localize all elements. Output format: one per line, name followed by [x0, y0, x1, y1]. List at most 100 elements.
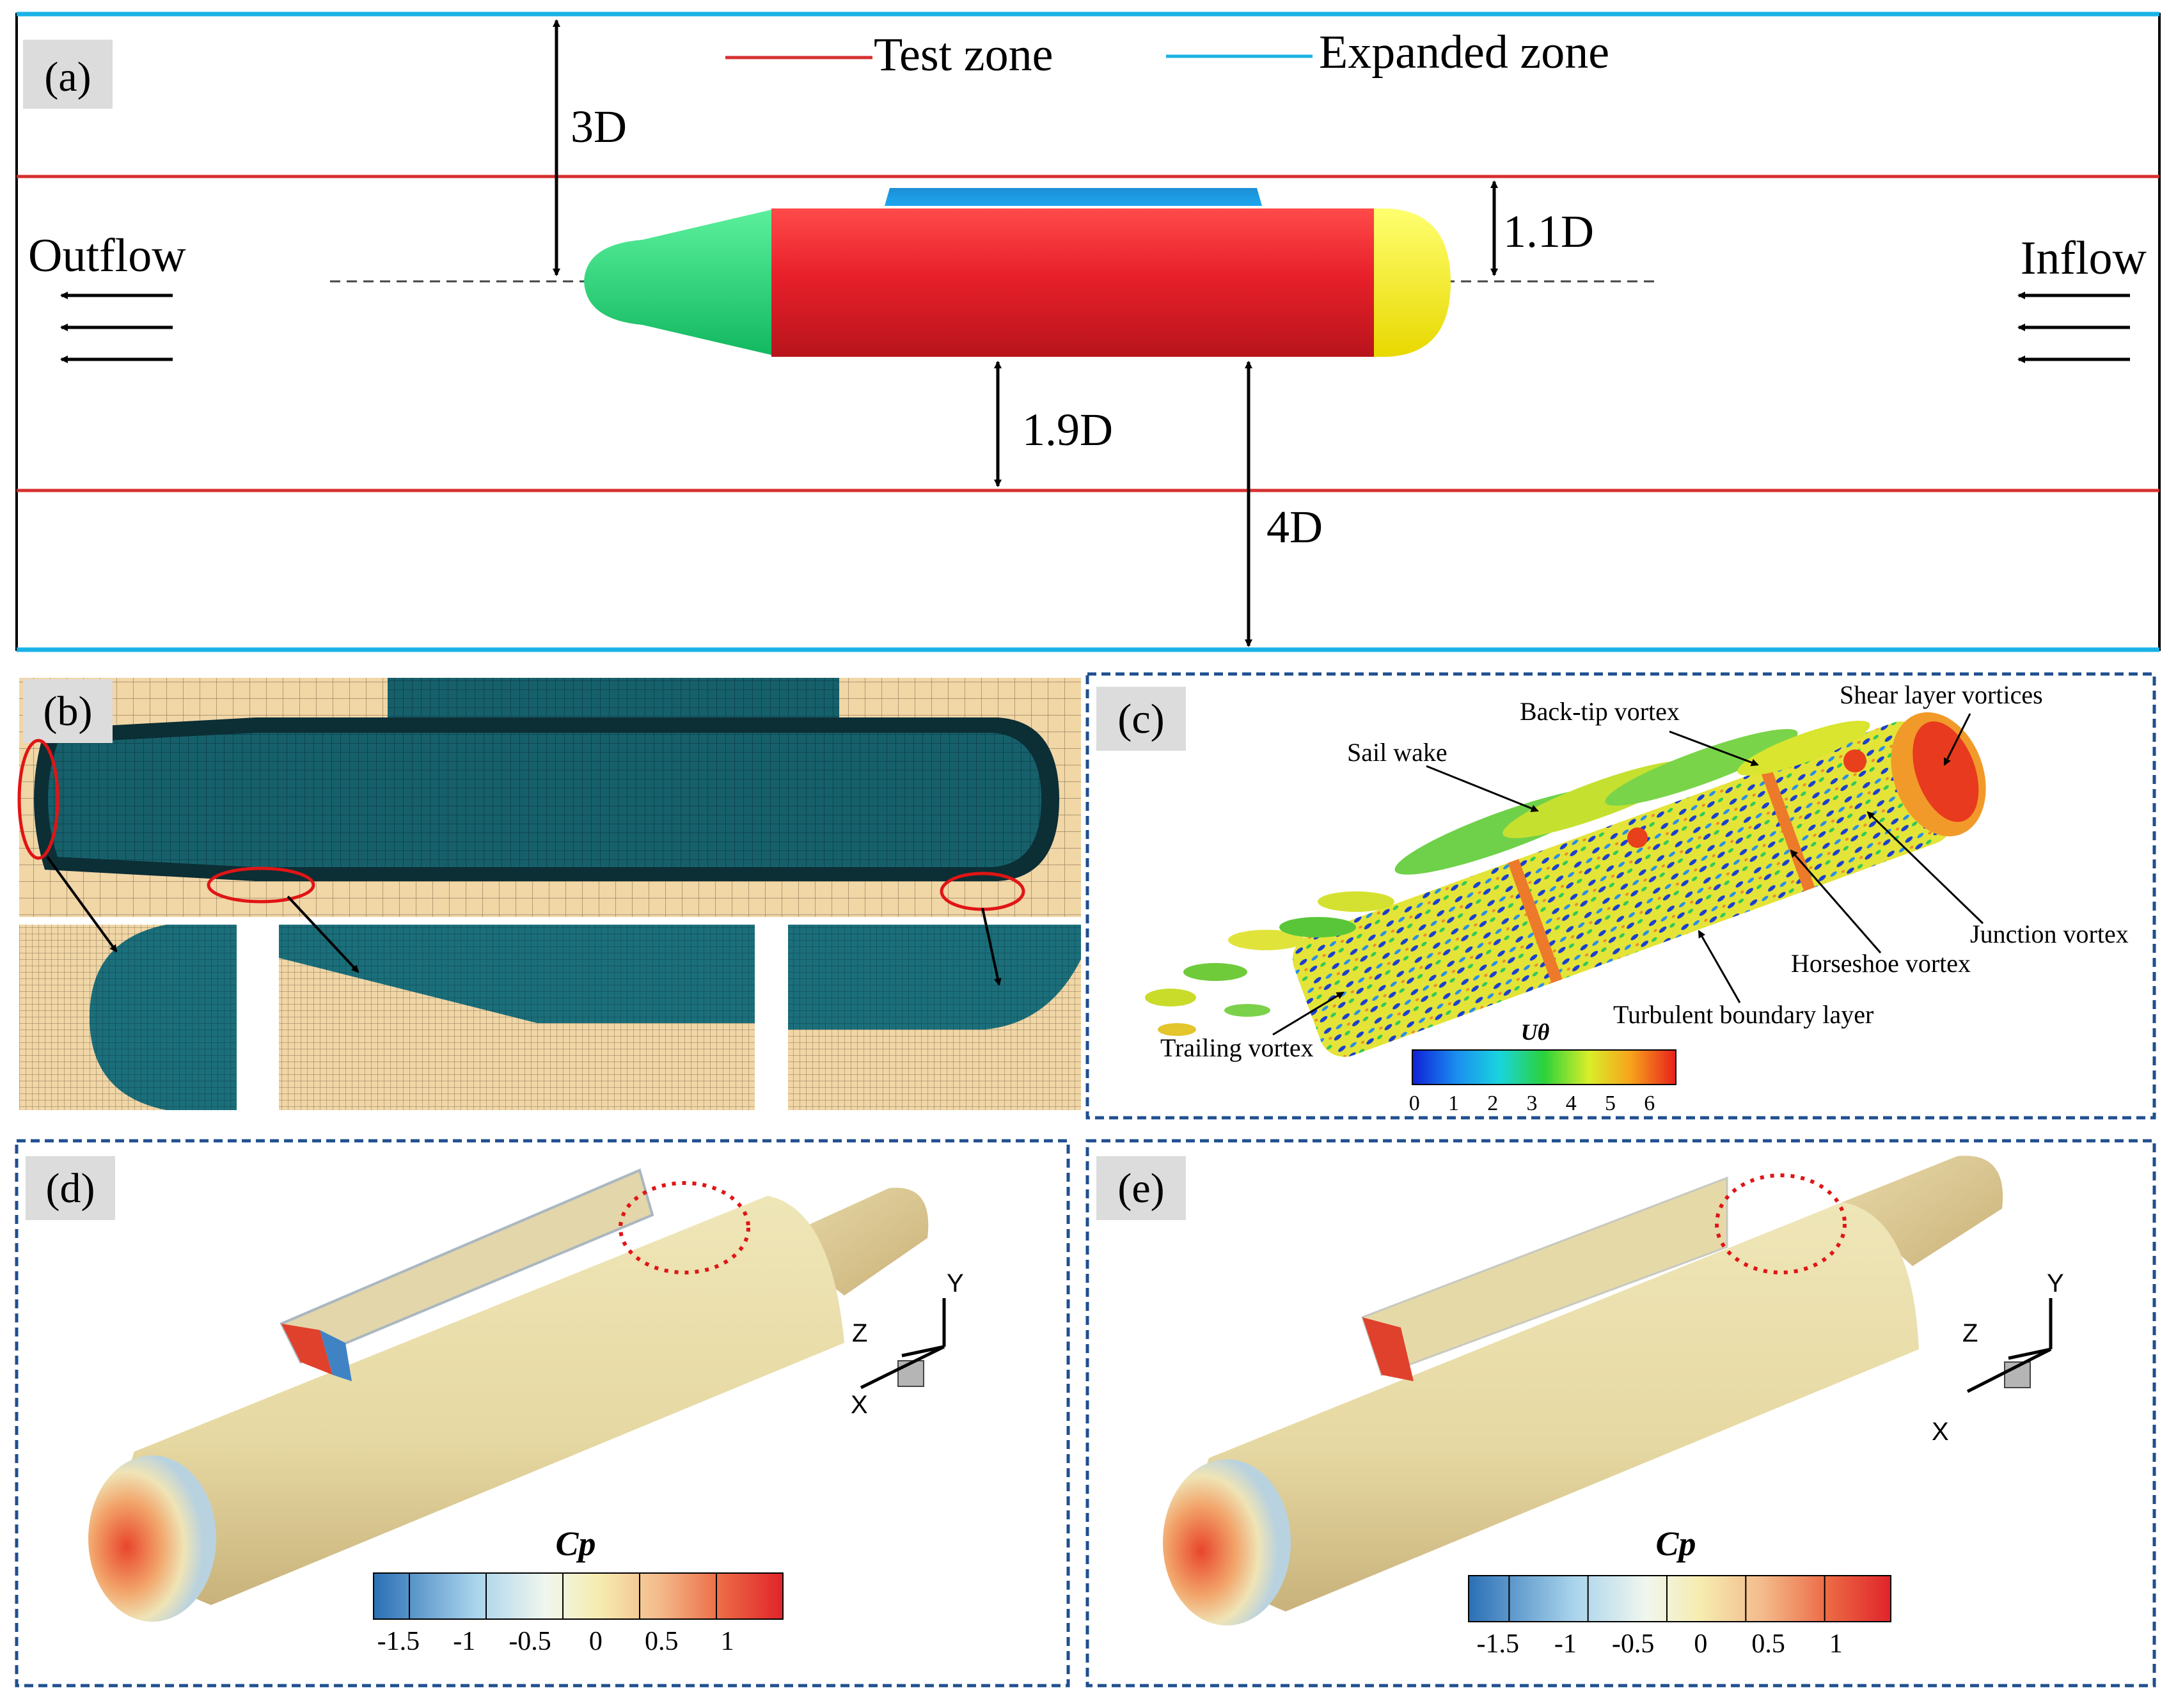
- d-highlight-circle: [619, 1181, 750, 1274]
- highlight-ellipse-junction: [207, 866, 315, 904]
- dim-label-4d: 4D: [1266, 501, 1323, 552]
- colorbar-d: [373, 1572, 784, 1620]
- panel-b-tag: (b): [43, 688, 93, 735]
- hull-body: [771, 208, 1375, 357]
- colorbar-c-tick-label: 0: [1409, 1092, 1420, 1115]
- d-sail-front-low-pressure: [320, 1330, 352, 1381]
- colorbar-e-ticks: -1.5 -1 -0.5 0 0.5 1: [1476, 1576, 1843, 1659]
- mesh-detail-nose-body: [788, 925, 1081, 1030]
- colorbar-e-tick-label: 0.5: [1751, 1629, 1785, 1659]
- pointer-sail-wake: [1426, 765, 1539, 812]
- colorbar-e-tick-label: 1: [1829, 1629, 1843, 1659]
- panel-a-tag: (a): [44, 54, 91, 100]
- d-axis-z: Z: [852, 1319, 867, 1347]
- colorbar-e-title: Cp: [1655, 1524, 1696, 1563]
- colorbar-d-tick-label: 0.5: [645, 1627, 679, 1656]
- panel-c: (c) Sail wake Back-tip vortex: [1085, 672, 2156, 1120]
- panel-a-tag-box: [23, 40, 113, 109]
- panel-d: (d) Y X Z Cp -1.5 -1 -0.5 0 0.5 1: [15, 1139, 1070, 1688]
- vortex-hull: [1292, 712, 1986, 1057]
- pointer-turbulent-bl: [1698, 930, 1741, 1003]
- colorbar-e-tick-label: 0: [1694, 1629, 1707, 1659]
- d-nose: [88, 1455, 216, 1622]
- label-turbulent-bl: Turbulent boundary layer: [1613, 1000, 1873, 1029]
- colorbar-c-tick-label: 3: [1527, 1092, 1538, 1115]
- e-axis-triad: Y X Z: [1932, 1269, 2064, 1446]
- sail-wake-vortices: [1394, 721, 1870, 875]
- colorbar-c: [1412, 1049, 1676, 1085]
- panel-e-tag-box: [1096, 1156, 1186, 1220]
- panel-d-tag-box: [26, 1156, 115, 1220]
- e-axis-y: Y: [2047, 1269, 2064, 1297]
- colorbar-d-tick-label: -0.5: [509, 1627, 551, 1656]
- colorbar-e: [1468, 1575, 1891, 1622]
- pointer-junction-vortex: [1866, 811, 1984, 925]
- panel-b: (b): [17, 678, 1081, 1110]
- mesh-detail-tail-body: [90, 925, 237, 1110]
- legend-expanded-zone-label: Expanded zone: [1319, 26, 1609, 79]
- colorbar-c-tick-label: 5: [1605, 1092, 1616, 1115]
- colorbar-d-tick-label: -1.5: [377, 1627, 420, 1656]
- colorbar-e-tick-label: -1.5: [1476, 1629, 1519, 1659]
- colorbar-e-tick-label: -1: [1554, 1629, 1577, 1659]
- d-axis-y: Y: [947, 1269, 964, 1297]
- d-hull: [125, 1196, 844, 1605]
- trailing-vortices: [1145, 891, 1394, 1036]
- colorbar-d-tick-label: 0: [589, 1627, 603, 1656]
- e-hull: [1199, 1202, 1919, 1611]
- colorbar-c-tick-label: 2: [1487, 1092, 1498, 1115]
- label-back-tip: Back-tip vortex: [1520, 697, 1680, 726]
- d-sail-front-high-pressure: [281, 1324, 333, 1375]
- dim-label-3d: 3D: [571, 101, 627, 152]
- d-axis-x: X: [851, 1391, 868, 1419]
- label-sail-wake: Sail wake: [1347, 738, 1447, 767]
- pointer-trailing: [1272, 991, 1345, 1036]
- colorbar-d-ticks: -1.5 -1 -0.5 0 0.5 1: [377, 1573, 734, 1656]
- colorbar-c-title: Uθ: [1521, 1019, 1550, 1045]
- colorbar-c-tick-label: 6: [1644, 1092, 1655, 1115]
- panel-b-tag-box: [23, 679, 113, 743]
- legend-test-zone-label: Test zone: [874, 29, 1053, 81]
- panel-d-tag: (d): [46, 1165, 95, 1212]
- mesh-hull: [48, 733, 1041, 867]
- e-axis-x: X: [1932, 1418, 1949, 1446]
- e-sail-front-high-pressure: [1362, 1317, 1414, 1381]
- pointer-junction: [287, 895, 359, 973]
- panel-e: (e) Y X Z Cp -1.5 -1 -0.5 0 0.5 1: [1085, 1139, 2156, 1688]
- colorbar-e-tick-label: -0.5: [1612, 1629, 1655, 1659]
- dim-label-1-9d: 1.9D: [1022, 404, 1113, 455]
- tail-cone: [584, 209, 774, 356]
- colorbar-d-tick-label: -1: [453, 1627, 475, 1656]
- e-nose: [1163, 1459, 1291, 1626]
- pointer-nose: [981, 907, 1002, 986]
- sail-body: [885, 188, 1262, 206]
- label-shear-layer: Shear layer vortices: [1840, 680, 2043, 709]
- nose-cap: [1374, 208, 1451, 357]
- pointer-tail: [46, 856, 118, 953]
- e-axis-z: Z: [1962, 1319, 1978, 1347]
- panel-a: (a) Test zone Expanded zone 3D 1.1D 1.9D…: [15, 12, 2161, 652]
- panel-c-tag: (c): [1117, 696, 1164, 742]
- pointer-horseshoe: [1790, 849, 1882, 953]
- pointer-back-tip: [1669, 730, 1759, 767]
- colorbar-d-tick-label: 1: [721, 1627, 734, 1656]
- label-junction: Junction vortex: [1970, 920, 2129, 948]
- highlight-ellipse-tail: [17, 739, 59, 860]
- pointer-shear-layer: [1943, 713, 1971, 766]
- label-horseshoe: Horseshoe vortex: [1791, 949, 1971, 978]
- panel-c-tag-box: [1096, 687, 1186, 751]
- colorbar-c-ticks: 0 1 2 3 4 5 6: [1409, 1092, 1655, 1115]
- outflow-label: Outflow: [28, 230, 186, 282]
- colorbar-d-title: Cp: [555, 1524, 595, 1563]
- d-axis-triad: Y X Z: [851, 1269, 964, 1419]
- colorbar-c-tick-label: 1: [1448, 1092, 1459, 1115]
- dim-label-1-1d: 1.1D: [1503, 206, 1594, 257]
- outflow-arrows: [60, 292, 173, 363]
- colorbar-c-tick-label: 4: [1566, 1092, 1577, 1115]
- e-highlight-circle: [1715, 1173, 1847, 1274]
- mesh-detail-junction-body: [279, 925, 755, 1023]
- label-trailing: Trailing vortex: [1160, 1033, 1314, 1062]
- panel-e-tag: (e): [1117, 1165, 1164, 1212]
- inflow-label: Inflow: [2021, 232, 2147, 285]
